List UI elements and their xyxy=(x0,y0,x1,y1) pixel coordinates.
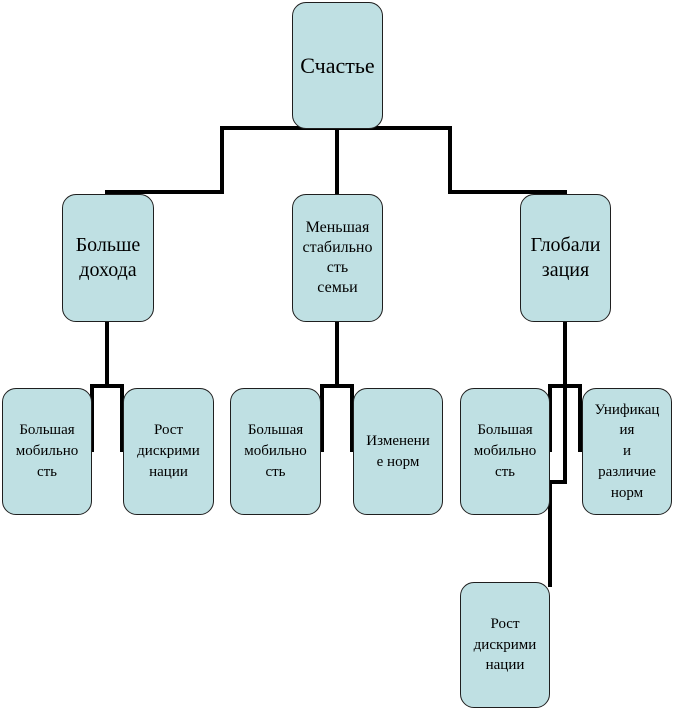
node-level1-family-stability: Меньшая стабильно сть семьи xyxy=(292,194,383,322)
node-root: Счастье xyxy=(292,2,383,129)
node-level1-income: Больше дохода xyxy=(62,194,154,322)
node-level2-mobility-3: Большая мобильно сть xyxy=(460,388,550,515)
node-level2-norm-change: Изменени е норм xyxy=(353,388,443,515)
node-level2-mobility-1: Большая мобильно сть xyxy=(2,388,92,515)
connector-root-right xyxy=(448,126,567,194)
node-level2-discrimination-1: Рост дискрими нации xyxy=(123,388,214,515)
connector-right-lower xyxy=(548,384,567,587)
connector-left-split xyxy=(90,384,124,452)
node-level1-globalization: Глобали зация xyxy=(520,194,611,322)
node-level2-norm-unification: Унификац ия и различие норм xyxy=(582,388,672,515)
node-level2-discrimination-2: Рост дискрими нации xyxy=(460,582,550,708)
connector-root-left xyxy=(105,126,224,194)
node-level2-mobility-2: Большая мобильно сть xyxy=(230,388,321,515)
connector-middle-split xyxy=(320,384,354,452)
